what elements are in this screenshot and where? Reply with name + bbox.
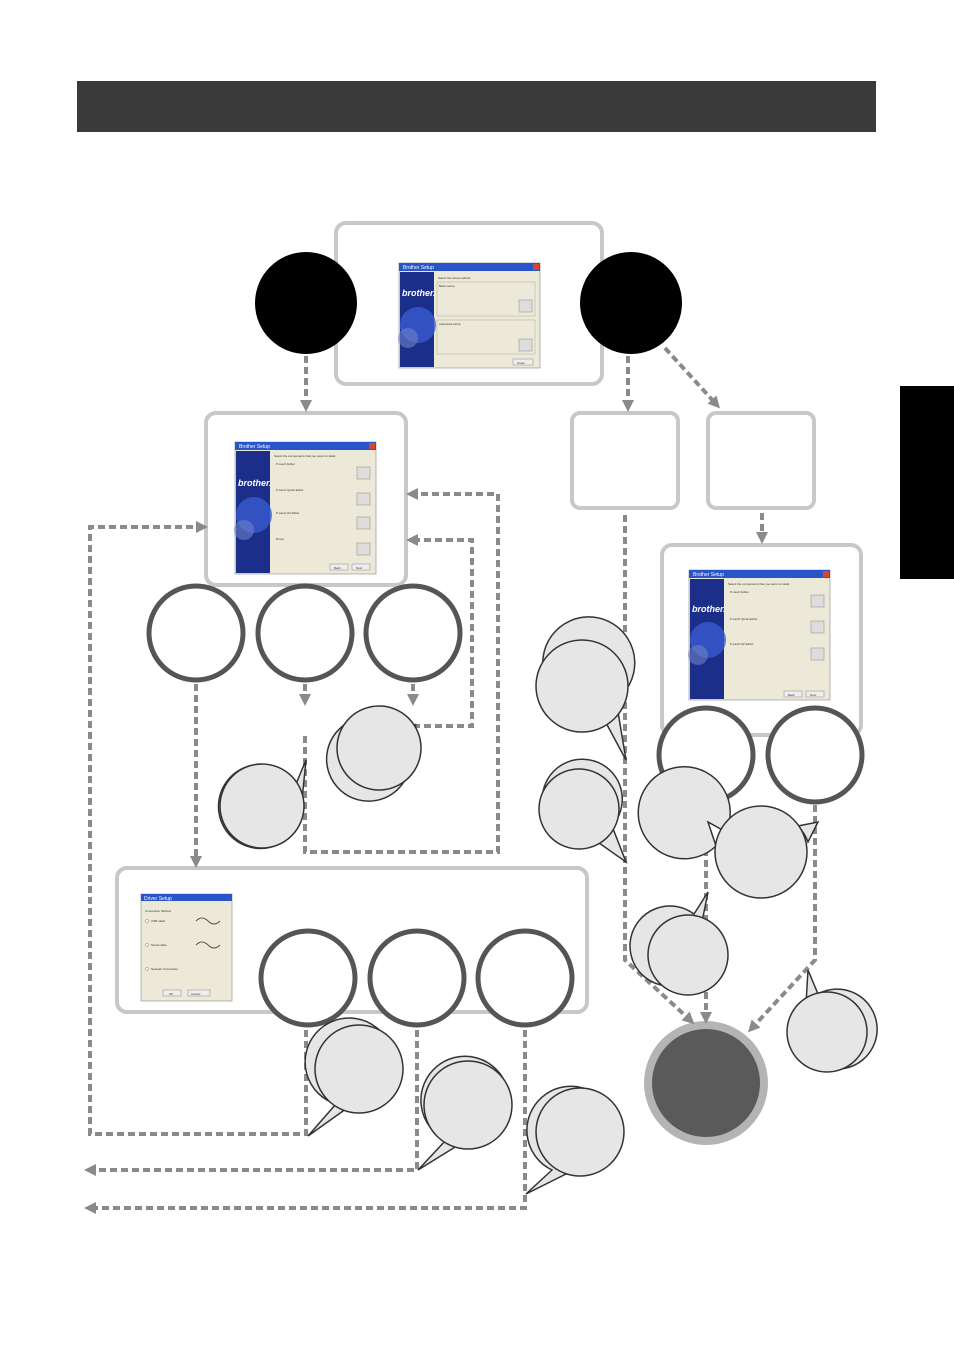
svg-text:Select the components that you: Select the components that you want to i… <box>274 454 336 458</box>
svg-text:P-touch Quick Editor: P-touch Quick Editor <box>276 488 304 492</box>
speech-bubble-body <box>535 639 629 733</box>
back-button[interactable] <box>329 563 349 571</box>
close-button[interactable] <box>512 358 534 366</box>
svg-text:Cancel: Cancel <box>191 992 201 996</box>
connector <box>406 534 474 728</box>
connector <box>663 346 721 409</box>
choice-circle <box>363 583 463 683</box>
speech-bubble-body <box>538 768 620 850</box>
advanced-setup-button[interactable] <box>518 338 533 352</box>
quick-editor-button[interactable] <box>810 620 825 634</box>
svg-text:USB cable: USB cable <box>151 919 166 923</box>
brother-logo: brother. <box>238 478 272 488</box>
choice-circle <box>367 928 467 1028</box>
speech-bubble-body <box>647 914 729 996</box>
back-button[interactable] <box>783 690 803 698</box>
choice-circle <box>475 928 575 1028</box>
next-button[interactable] <box>351 563 371 571</box>
basic-setup-button[interactable] <box>518 299 533 313</box>
choice-circle <box>146 583 246 683</box>
connector <box>747 805 817 1033</box>
choice-circle <box>258 928 358 1028</box>
ok-button[interactable] <box>162 989 182 997</box>
svg-text:Basic setup: Basic setup <box>439 284 455 288</box>
av-editor-button[interactable] <box>356 516 371 530</box>
window-title: Brother Setup <box>693 572 724 578</box>
svg-text:Back: Back <box>788 693 795 697</box>
end-node <box>644 1021 768 1145</box>
svg-text:P-touch Editor: P-touch Editor <box>276 462 295 466</box>
svg-text:OK: OK <box>169 992 173 996</box>
ptouch-editor-button[interactable] <box>810 594 825 608</box>
option-box-2 <box>706 411 816 510</box>
connector <box>88 521 308 1136</box>
speech-bubble-body <box>314 1024 404 1114</box>
speech-bubble-body <box>336 705 422 791</box>
option-box-1 <box>570 411 680 510</box>
quick-editor-button[interactable] <box>356 492 371 506</box>
window-title: Brother Setup <box>239 444 270 450</box>
next-button[interactable] <box>805 690 825 698</box>
av-editor-button[interactable] <box>810 647 825 661</box>
choice-circle <box>255 583 355 683</box>
side-tab <box>900 386 954 579</box>
svg-text:P-touch AV Editor: P-touch AV Editor <box>730 642 753 646</box>
serial-radio[interactable] <box>145 943 149 947</box>
driver-setup-panel <box>115 866 589 1014</box>
svg-text:Network Connection: Network Connection <box>151 967 178 971</box>
choice-circle <box>765 705 865 805</box>
window-title: Driver Setup <box>144 896 172 902</box>
speech-bubble-body <box>535 1087 625 1177</box>
connector <box>84 1030 527 1214</box>
svg-text:P-touch Quick Editor: P-touch Quick Editor <box>730 617 758 621</box>
brother-logo: brother. <box>402 288 436 298</box>
cancel-button[interactable] <box>187 989 211 997</box>
header-bar <box>77 81 876 132</box>
svg-text:P-touch AV Editor: P-touch AV Editor <box>276 511 299 515</box>
speech-bubble-body <box>714 805 808 899</box>
svg-text:Serial cable: Serial cable <box>151 943 167 947</box>
network-radio[interactable] <box>145 967 149 971</box>
svg-text:Close: Close <box>517 361 525 365</box>
svg-text:Next: Next <box>356 566 362 570</box>
svg-text:Advanced setup: Advanced setup <box>439 322 461 326</box>
svg-text:Back: Back <box>334 566 341 570</box>
speech-bubble-body <box>423 1060 513 1150</box>
start-node-right <box>580 252 682 354</box>
speech-bubble-body <box>786 991 868 1073</box>
svg-text:Next: Next <box>810 693 816 697</box>
connector <box>84 1030 419 1176</box>
speech-bubble <box>637 766 731 860</box>
svg-text:Select the components that you: Select the components that you want to i… <box>728 582 790 586</box>
svg-text:Connection Method: Connection Method <box>145 909 171 913</box>
brother-logo: brother. <box>692 604 726 614</box>
svg-text:P-touch Editor: P-touch Editor <box>730 590 749 594</box>
ptouch-editor-button[interactable] <box>356 466 371 480</box>
svg-text:Select the setup method.: Select the setup method. <box>438 276 471 280</box>
svg-text:Driver: Driver <box>276 537 284 541</box>
window-title: Brother Setup <box>403 265 434 271</box>
speech-bubble-body <box>219 763 305 849</box>
setup-method-window: Brother Setup brother. Select the setup … <box>398 262 541 369</box>
usb-radio[interactable] <box>145 919 149 923</box>
components-right-window: Brother Setup brother. Select the compon… <box>688 569 831 701</box>
driver-button[interactable] <box>356 542 371 556</box>
start-node-left <box>255 252 357 354</box>
driver-setup-window: Driver Setup Connection Method USB cable… <box>140 893 233 1002</box>
components-left-window: Brother Setup brother. Select the compon… <box>234 441 377 575</box>
connector <box>303 488 500 854</box>
